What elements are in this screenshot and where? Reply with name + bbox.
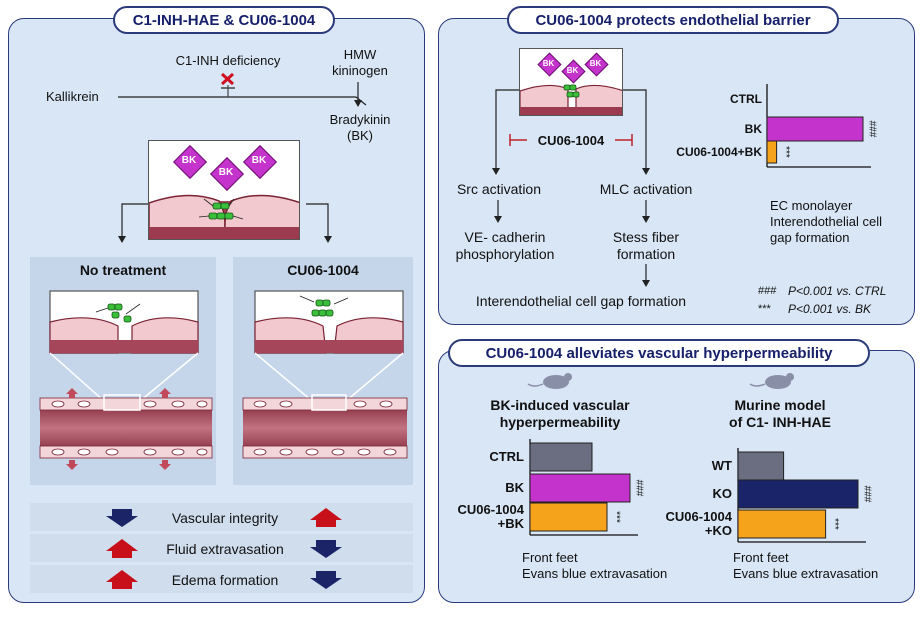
topright-panel: [438, 18, 915, 325]
up-arrow-icon: [106, 570, 138, 589]
down-arrow-icon: [106, 509, 138, 527]
chart-annotation: ***: [610, 511, 621, 523]
panel-title-bottomright: CU06-1004 alleviates vascular hyperperme…: [448, 339, 870, 367]
hmw-label: HMW kininogen: [332, 47, 388, 78]
bk-badge-label: BK: [542, 59, 555, 68]
bk-cell-illustration: [519, 48, 623, 116]
outcome-row: [30, 565, 413, 593]
chart-annotation: ###: [866, 121, 877, 138]
chart-bar: [737, 479, 859, 509]
outcome-label: Edema formation: [171, 572, 279, 588]
vecad-label: VE- cadherin phosphorylation: [455, 229, 555, 262]
outcome-row: [30, 534, 413, 562]
mlc-label: MLC activation: [599, 181, 693, 197]
bk-badge-label: BK: [589, 59, 602, 68]
chart-annotation: ***: [829, 518, 840, 530]
src-label: Src activation: [456, 181, 542, 197]
chart-title: Murine model of C1- INH-HAE: [729, 397, 831, 430]
chart-category-label: CTRL: [730, 92, 762, 106]
down-arrow-icon: [310, 571, 342, 589]
chart-bar: [766, 116, 864, 142]
legend-text: P<0.001 vs. CTRL: [788, 284, 887, 298]
outcome-label: Fluid extravasation: [166, 541, 284, 557]
bk-badge-label: BK: [218, 167, 234, 178]
chart-xlabel: EC monolayer Interendothelial cell gap f…: [770, 198, 883, 245]
panel-title-left: C1-INH-HAE & CU06-1004: [113, 6, 335, 34]
chart-category-label: CU06-1004+BK: [676, 145, 762, 159]
mouse-icon: [527, 373, 572, 389]
chart-xlabel: Front feet Evans blue extravasation: [522, 550, 668, 581]
stress-label: Stess fiber formation: [612, 229, 680, 262]
chart-xlabel: Front feet Evans blue extravasation: [733, 550, 879, 581]
chart-title: BK-induced vascular hyperpermeability: [490, 397, 630, 430]
bk-badge-label: BK: [251, 155, 267, 166]
up-arrow-icon: [106, 539, 138, 558]
inhibitor-label: CU06-1004: [527, 133, 615, 149]
chart-annotation: ###: [861, 486, 872, 503]
panel-title-topright: CU06-1004 protects endothelial barrier: [507, 6, 839, 34]
bk-cell-illustration: [148, 140, 300, 240]
mouse-icon: [749, 373, 794, 389]
bk-badge-label: BK: [566, 66, 579, 75]
legend-text: P<0.001 vs. BK: [788, 302, 872, 316]
chart-bar: [529, 442, 593, 472]
cross-icon: [220, 72, 235, 86]
chart-bar: [529, 502, 608, 532]
chart-category-label: BK: [745, 122, 763, 136]
chart-category-label: KO: [713, 486, 733, 501]
outcome-row: [30, 503, 413, 531]
legend-sym: ###: [758, 285, 777, 297]
bk-badge-label: BK: [181, 155, 197, 166]
gap-label: Interendothelial cell gap formation: [475, 293, 687, 309]
chart-category-label: CU06-1004+KO: [666, 509, 733, 538]
outcome-label: Vascular integrity: [171, 510, 279, 526]
chart-category-label: BK: [505, 480, 524, 495]
chart-category-label: CTRL: [489, 449, 524, 464]
chart-bar: [737, 451, 785, 481]
chart-category-label: WT: [712, 458, 732, 473]
legend-sym: ***: [758, 303, 771, 315]
up-arrow-icon: [310, 508, 342, 527]
cu06-heading: CU06-1004: [287, 262, 359, 278]
chart-annotation: ***: [780, 146, 791, 158]
down-arrow-icon: [310, 540, 342, 558]
chart-category-label: CU06-1004+BK: [458, 502, 525, 531]
bradykinin-label: Bradykinin (BK): [329, 112, 391, 143]
kallikrein-label: Kallikrein: [46, 89, 99, 104]
chart-bar: [766, 140, 778, 164]
c1inh-label: C1-INH deficiency: [175, 53, 281, 68]
no-treatment-heading: No treatment: [79, 262, 167, 278]
chart-bar: [529, 473, 631, 503]
chart-annotation: ###: [633, 480, 644, 497]
chart-bar: [737, 509, 827, 539]
